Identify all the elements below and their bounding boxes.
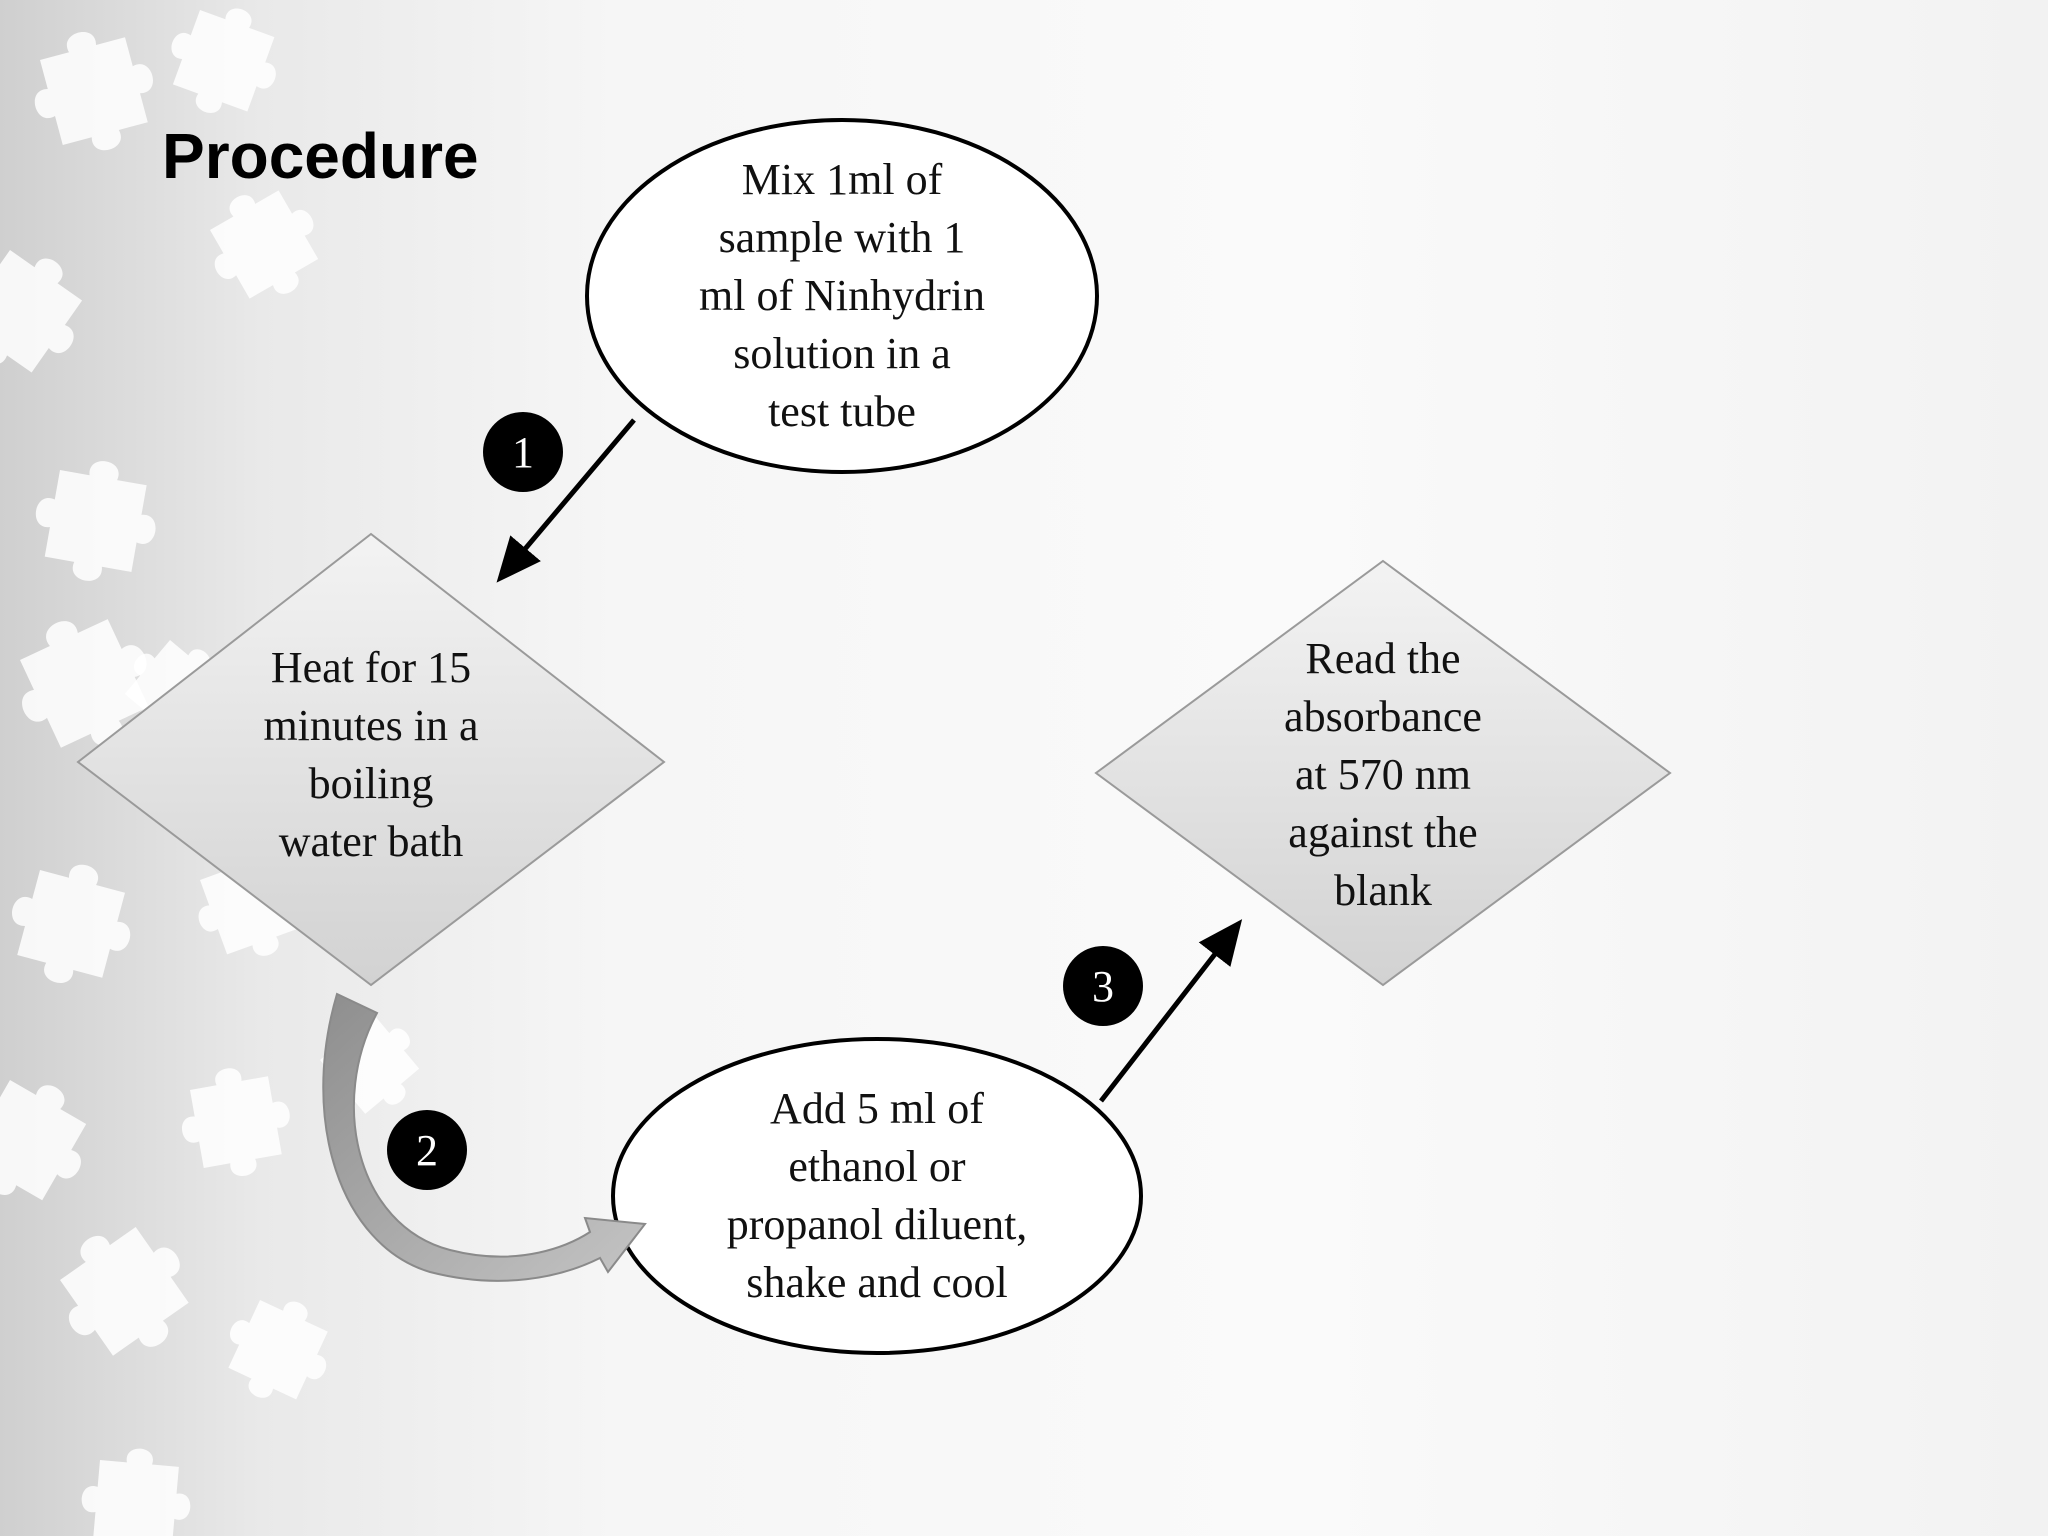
step-number-1-badge — [483, 412, 563, 492]
step-read-diamond — [1094, 559, 1672, 987]
step-read-text: Read the absorbance at 570 nm against th… — [1208, 630, 1558, 920]
step-add-ellipse — [611, 1037, 1143, 1355]
step-heat-diamond — [76, 532, 666, 987]
arrow-step-1 — [496, 418, 636, 583]
step-heat-label: Heat for 15 minutes in a boiling water b… — [263, 643, 479, 866]
step-heat-text: Heat for 15 minutes in a boiling water b… — [196, 630, 546, 880]
step-mix-label: Mix 1ml of sample with 1 ml of Ninhydrin… — [699, 155, 985, 436]
arrow-step-2-curved — [322, 992, 647, 1282]
step-read-label: Read the absorbance at 570 nm against th… — [1284, 634, 1482, 915]
step-number-2: 2 — [416, 1125, 438, 1175]
step-number-3: 3 — [1092, 961, 1114, 1011]
step-mix-ellipse — [585, 118, 1099, 474]
step-number-1: 1 — [512, 427, 534, 477]
step-mix-text: Mix 1ml of sample with 1 ml of Ninhydrin… — [612, 146, 1072, 446]
step-add-text: Add 5 ml of ethanol or propanol diluent,… — [657, 1076, 1097, 1316]
step-number-3-badge — [1063, 946, 1143, 1026]
slide-title: Procedure — [162, 120, 479, 192]
step-number-2-badge — [387, 1110, 467, 1190]
step-add-label: Add 5 ml of ethanol or propanol diluent,… — [726, 1084, 1028, 1307]
arrow-step-3 — [1099, 919, 1243, 1103]
